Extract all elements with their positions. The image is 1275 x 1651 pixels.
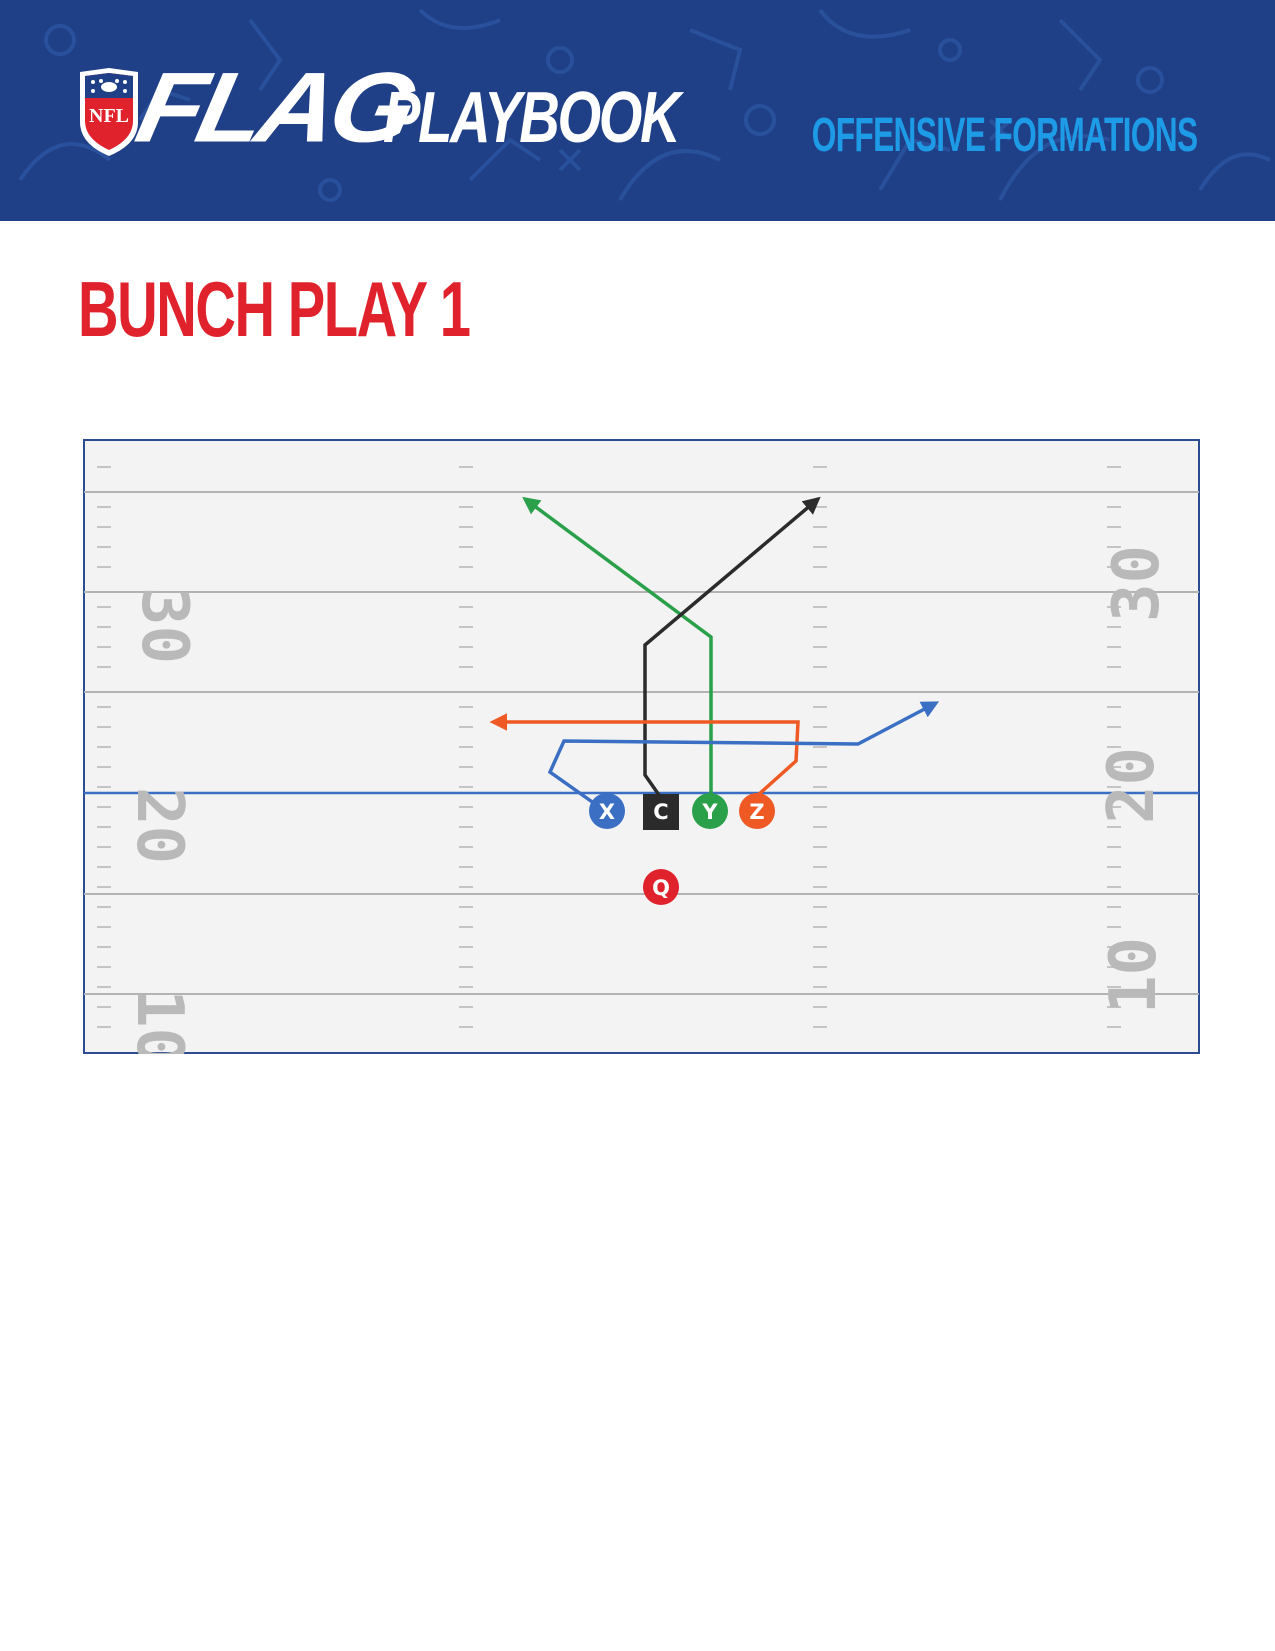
nfl-shield-logo: NFL	[80, 68, 138, 156]
hash-marks	[97, 466, 1121, 1028]
yard-number-30-right: 30	[1100, 545, 1174, 622]
route-x	[547, 701, 940, 813]
section-label: OFFENSIVE FORMATIONS	[811, 109, 1197, 162]
player-x: X	[589, 793, 625, 829]
player-z: Z	[739, 793, 775, 829]
yard-number-10-left: 10	[122, 989, 196, 1054]
yard-number-10-right: 10	[1097, 937, 1171, 1014]
header-banner: NFL FLAG PLAYBOOK OFFENSIVE FORMATIONS	[0, 0, 1275, 221]
route-c	[643, 496, 821, 797]
yard-number-20-right: 20	[1095, 747, 1169, 824]
player-q: Q	[643, 869, 679, 905]
brand-playbook-wordmark: PLAYBOOK	[383, 78, 681, 158]
route-z	[489, 713, 800, 797]
svg-text:C: C	[653, 800, 668, 824]
play-title: BUNCH PLAY 1	[78, 265, 471, 353]
svg-text:NFL: NFL	[89, 105, 129, 127]
yard-number-30-left: 30	[127, 587, 201, 664]
field-boundary	[83, 439, 1200, 1054]
svg-text:Y: Y	[701, 800, 718, 824]
svg-text:Q: Q	[652, 876, 670, 900]
yard-number-20-left: 20	[122, 787, 196, 864]
svg-text:Z: Z	[749, 800, 764, 824]
player-y: Y	[692, 793, 728, 829]
svg-text:X: X	[599, 800, 615, 824]
brand-flag-wordmark: FLAG	[127, 51, 422, 163]
field-svg: 30 20 10 30 20 10 X C Y	[83, 439, 1200, 1054]
banner-pattern	[18, 8, 1271, 202]
field-diagram: 30 20 10 30 20 10 X C Y	[83, 439, 1200, 1054]
player-c: C	[643, 794, 679, 830]
yard-lines	[84, 491, 1199, 995]
